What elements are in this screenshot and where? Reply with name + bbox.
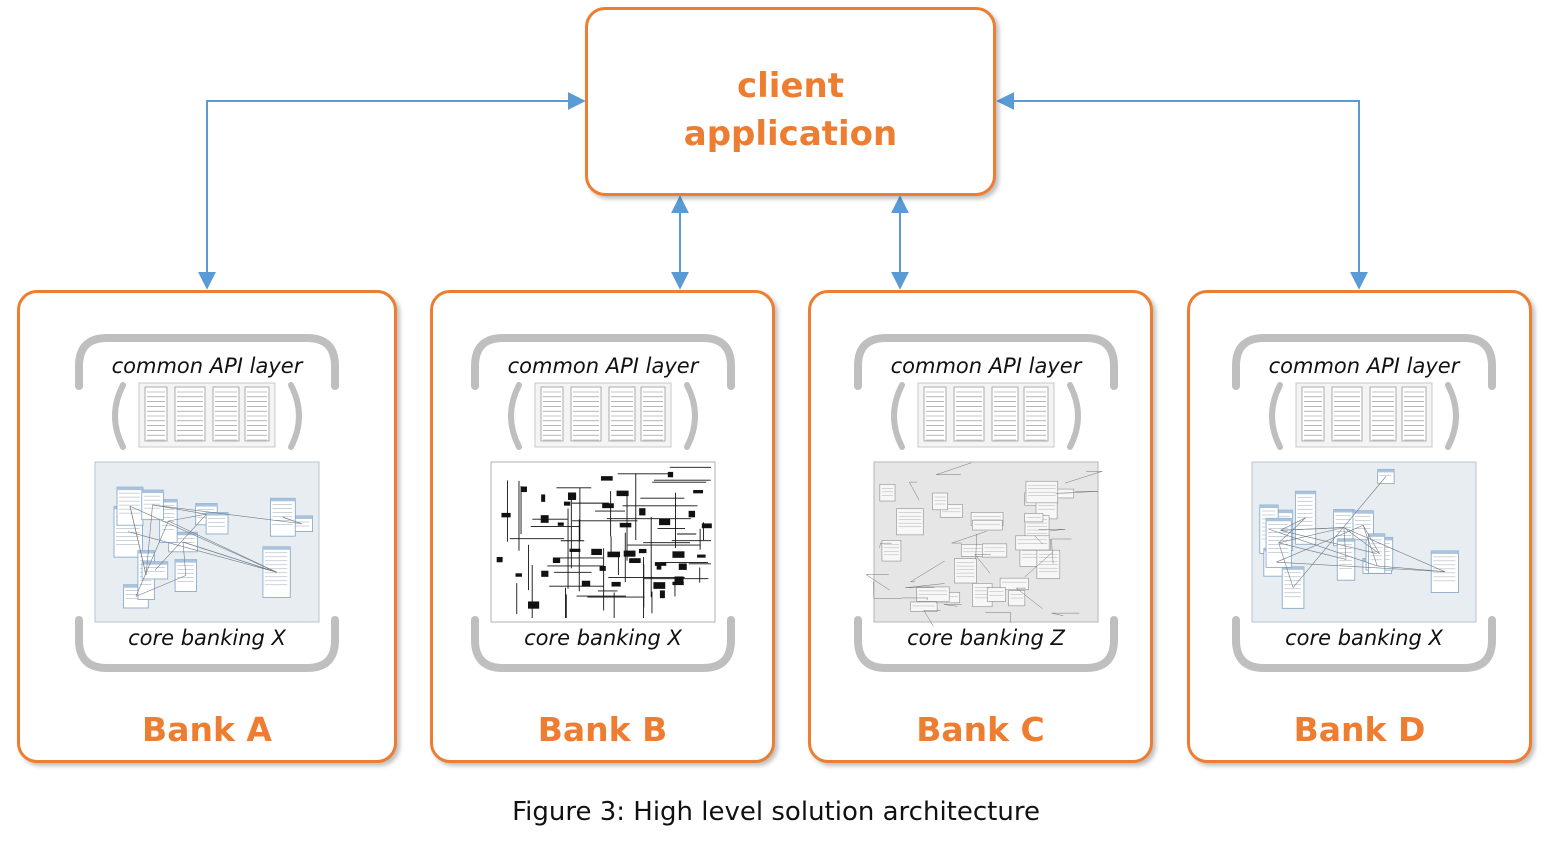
core-banking-label: core banking X [1285,626,1443,650]
bank-name: Bank B [537,710,668,749]
client-application-box: client application [585,7,996,196]
connector-bank-a [198,92,586,290]
core-banking-label: core banking X [524,626,682,650]
bank-name: Bank D [1293,710,1426,749]
api-layer-label: common API layer [890,354,1082,378]
bank-name: Bank C [916,710,1045,749]
client-label-line2: application [683,114,898,154]
connector-bank-d [996,92,1368,290]
bank-name: Bank A [142,710,272,749]
api-layer-label: common API layer [507,354,699,378]
figure-caption: Figure 3: High level solution architectu… [512,797,1040,827]
core-banking-label: core banking X [128,626,286,650]
client-label-line1: client [737,66,844,106]
core-banking-label: core banking Z [907,626,1065,650]
api-layer-label: common API layer [1268,354,1460,378]
api-layer-label: common API layer [111,354,303,378]
